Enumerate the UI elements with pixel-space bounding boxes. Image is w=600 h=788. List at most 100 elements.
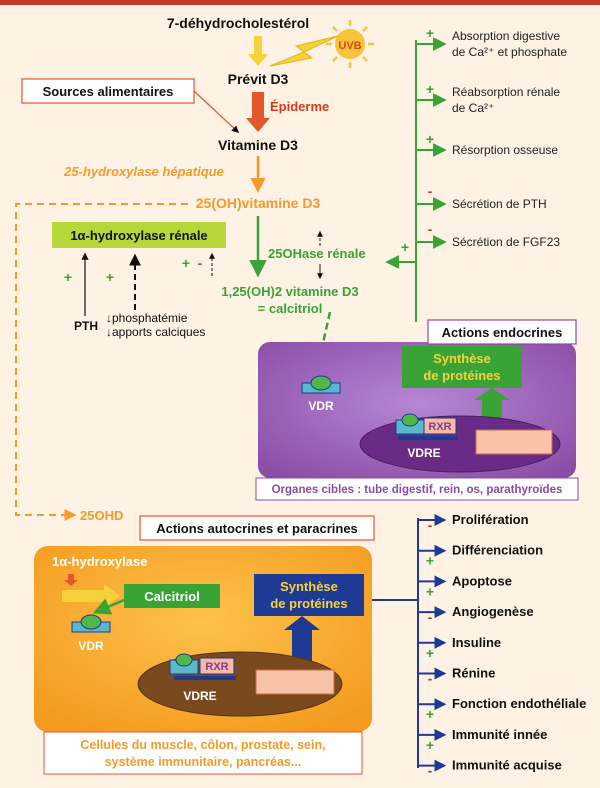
autocrine-rxr-block bbox=[199, 657, 235, 675]
autocrine-effect-label: Différenciation bbox=[452, 543, 543, 558]
arrow-precursor-previt bbox=[248, 36, 268, 66]
pth-label: PTH bbox=[74, 319, 98, 333]
autocrine-effect-label: Apoptose bbox=[452, 573, 512, 588]
endocrine-vdr-label: VDR bbox=[308, 399, 334, 413]
autocrine-vdr-ligand bbox=[175, 653, 193, 667]
autocrine-effect-1: + Différenciation bbox=[418, 543, 543, 569]
svg-text:Sécrétion de FGF23: Sécrétion de FGF23 bbox=[452, 235, 560, 249]
autocrine-effect-label: Rénine bbox=[452, 666, 495, 681]
autocrine-vdr-label: VDR bbox=[78, 639, 104, 653]
arrow-food-vitd3 bbox=[193, 90, 240, 133]
dashed-path-25ohd bbox=[15, 203, 188, 521]
autocrine-effect-sign: + bbox=[426, 737, 434, 753]
endocrine-dna-strand bbox=[398, 436, 458, 440]
endocrine-synthesis-box bbox=[402, 346, 522, 388]
calcitriol-line1: 1,25(OH)2 vitamine D3 bbox=[221, 284, 358, 299]
autocrine-synthesis-line2: de protéines bbox=[270, 596, 347, 611]
autocrine-effect-sign: - bbox=[428, 763, 433, 779]
top-banner bbox=[0, 0, 600, 5]
hepatic-enzyme-label: 25-hydroxylase hépatique bbox=[63, 164, 224, 179]
autocrine-effect-5: - Rénine bbox=[418, 666, 495, 687]
autocrine-effect-2: + Apoptose bbox=[418, 573, 512, 599]
svg-text:+: + bbox=[426, 25, 434, 41]
autocrine-synthesis-arrow bbox=[284, 616, 320, 668]
sign-plus-phosphate: + bbox=[106, 269, 114, 285]
autocrine-cells-line2: système immunitaire, pancréas... bbox=[105, 755, 302, 769]
svg-text:Absorption digestive: Absorption digestive bbox=[452, 29, 560, 43]
autocrine-effect-sign: + bbox=[426, 645, 434, 661]
svg-text:de Ca²⁺: de Ca²⁺ bbox=[452, 101, 494, 115]
endocrine-effect-1: + Réabsorption rénale de Ca²⁺ bbox=[416, 81, 560, 115]
autocrine-cells-line1: Cellules du muscle, côlon, prostate, sei… bbox=[80, 738, 325, 752]
autocrine-dna-strand bbox=[174, 676, 236, 680]
lightning-icon bbox=[269, 35, 339, 67]
food-sources-label: Sources alimentaires bbox=[43, 84, 174, 99]
autocrine-effect-3: - Angiogenèse bbox=[418, 604, 534, 625]
endocrine-vdr-receptor bbox=[301, 375, 341, 394]
autocrine-effect-label: Prolifération bbox=[452, 512, 529, 527]
svg-text:Résorption osseuse: Résorption osseuse bbox=[452, 143, 558, 157]
endocrine-rxr-label: RXR bbox=[428, 421, 451, 433]
renal-25ohase-label: 25OHase rénale bbox=[268, 246, 366, 261]
autocrine-effect-label: Insuline bbox=[452, 635, 501, 650]
arrow-calcitriol-vdr-auto bbox=[92, 598, 125, 615]
svg-text:de Ca²⁺ et phosphate: de Ca²⁺ et phosphate bbox=[452, 45, 567, 59]
autocrine-rxr-label: RXR bbox=[205, 661, 228, 673]
autocrine-title: Actions autocrines et paracrines bbox=[156, 521, 358, 536]
sign-plus-trunk: + bbox=[401, 239, 409, 255]
autocrine-effect-8: - Immunité acquise bbox=[418, 758, 562, 779]
autocrine-effect-0: - Prolifération bbox=[418, 512, 529, 533]
autocrine-cells-box bbox=[43, 731, 363, 775]
autocrine-synthesis-box bbox=[254, 574, 364, 616]
endocrine-title-box bbox=[427, 319, 577, 345]
svg-text:+: + bbox=[426, 81, 434, 97]
autocrine-effect-6: + Fonction endothéliale bbox=[418, 696, 586, 722]
autocrine-effect-label: Immunité innée bbox=[452, 727, 547, 742]
autocrine-title-box bbox=[139, 515, 375, 541]
autocrine-hydroxylase-arrow bbox=[64, 574, 78, 586]
vitd3-label: Vitamine D3 bbox=[218, 137, 298, 153]
autocrine-effect-label: Angiogenèse bbox=[452, 604, 534, 619]
oh-vitd3-label: 25(OH)vitamine D3 bbox=[196, 195, 321, 211]
autocrine-gene-box bbox=[255, 669, 335, 695]
renal-enzyme-label: 1α-hydroxylase rénale bbox=[70, 228, 207, 243]
autocrine-effect-label: Immunité acquise bbox=[452, 758, 562, 773]
uvb-sun-icon: UVB bbox=[326, 20, 374, 68]
autocrine-synthesis-line1: Synthèse bbox=[280, 579, 338, 594]
autocrine-calcitriol-box bbox=[124, 584, 220, 608]
previt-label: Prévit D3 bbox=[228, 71, 289, 87]
endocrine-title: Actions endocrines bbox=[442, 325, 563, 340]
precursor-label: 7-déhydrocholestérol bbox=[167, 15, 309, 31]
endocrine-effect-4: - Sécrétion de FGF23 bbox=[416, 221, 560, 249]
autocrine-effect-sign: - bbox=[428, 671, 433, 687]
endocrine-vdr-ligand bbox=[401, 413, 419, 427]
svg-text:Réabsorption rénale: Réabsorption rénale bbox=[452, 85, 560, 99]
autocrine-hydroxylase-label: 1α-hydroxylase bbox=[52, 554, 147, 569]
autocrine-effect-label: Fonction endothéliale bbox=[452, 696, 586, 711]
autocrine-effect-sign: - bbox=[428, 609, 433, 625]
endocrine-targets: Organes cibles : tube digestif, rein, os… bbox=[272, 484, 563, 496]
autocrine-vdre-label: VDRE bbox=[183, 689, 216, 703]
arrow-previt-vitd3 bbox=[246, 92, 270, 132]
phosphatemia-label: ↓phosphatémie bbox=[106, 311, 188, 325]
endocrine-targets-box bbox=[255, 477, 579, 501]
endocrine-rxr-block bbox=[423, 417, 457, 435]
endocrine-gene-box bbox=[475, 429, 553, 455]
endocrine-effect-3: - Sécrétion de PTH bbox=[416, 183, 547, 211]
endocrine-synthesis-line2: de protéines bbox=[423, 368, 500, 383]
epiderm-label: Épiderme bbox=[270, 99, 329, 114]
renal-enzyme-box bbox=[52, 222, 226, 248]
autocrine-effect-sign: + bbox=[426, 553, 434, 569]
autocrine-effect-sign: - bbox=[428, 517, 433, 533]
autocrine-effect-7: + Immunité innée bbox=[418, 727, 547, 753]
calcium-intake-label: ↓apports calciques bbox=[106, 325, 205, 339]
calcitriol-line2: = calcitriol bbox=[258, 301, 323, 316]
svg-text:+: + bbox=[426, 131, 434, 147]
autocrine-effect-sign: + bbox=[426, 583, 434, 599]
svg-text:-: - bbox=[428, 183, 433, 199]
endocrine-effect-0: + Absorption digestive de Ca²⁺ et phosph… bbox=[416, 25, 567, 59]
autocrine-effect-sign: + bbox=[426, 706, 434, 722]
autocrine-effect-4: + Insuline bbox=[418, 635, 501, 661]
endocrine-vdre-label: VDRE bbox=[407, 446, 440, 460]
